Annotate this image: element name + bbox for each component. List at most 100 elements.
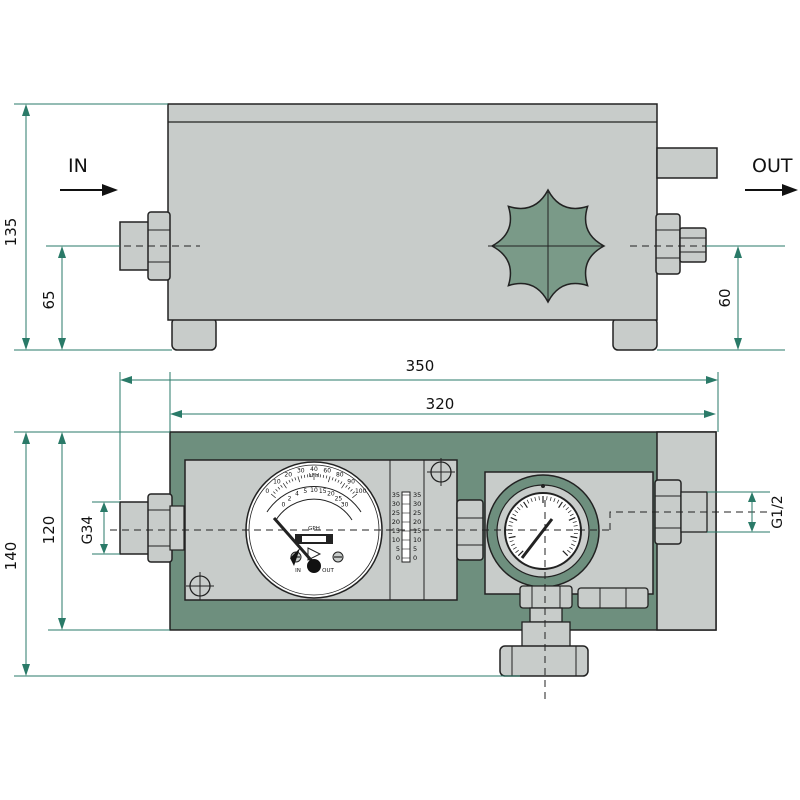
- flowmeter-outer-label: 60: [323, 467, 331, 474]
- flowmeter-outer-label: 40: [310, 466, 318, 473]
- pressure-gauge-tick: [565, 506, 569, 511]
- bottom-valve: [519, 585, 573, 649]
- regulator-side-fitting: [577, 587, 649, 609]
- flowmeter-tick: [347, 486, 351, 490]
- pressure-gauge-tick: [573, 525, 578, 527]
- flowmeter-tick: [273, 491, 276, 494]
- dim-thread-outlet: [707, 491, 770, 533]
- pressure-gauge-tick: [562, 550, 569, 557]
- pressure-gauge-tick: [509, 521, 514, 523]
- flowmeter-tick: [345, 484, 348, 488]
- pressure-gauge-tick: [523, 501, 528, 509]
- dim-height-120: [48, 432, 170, 631]
- adjust-knob[interactable]: [499, 645, 589, 677]
- side-foot-left: [171, 317, 217, 351]
- pressure-needle: [520, 518, 554, 559]
- flow-arrow-icon: [60, 184, 118, 196]
- dim-label-120: 120: [40, 516, 58, 545]
- pressure-gauge-tick: [517, 550, 524, 557]
- flowmeter-tick: [334, 478, 337, 482]
- pressure-gauge-tick: [546, 496, 548, 501]
- dim-label-60: 60: [716, 288, 734, 307]
- sight-tube-label-left: 0: [396, 554, 400, 562]
- dim-label-140: 140: [2, 542, 20, 571]
- pressure-gauge-tick: [508, 525, 513, 527]
- crosshair-icon: [186, 572, 214, 600]
- pressure-gauge-tick: [512, 513, 517, 517]
- outlet-centerline: [609, 511, 770, 530]
- flowmeter-outer-label: 0: [265, 488, 269, 495]
- sight-tube-label-left: 35: [392, 491, 400, 499]
- pressure-gauge-tick: [530, 498, 533, 503]
- flowmeter-tick: [352, 491, 355, 494]
- flowmeter-port-out: OUT: [322, 568, 334, 574]
- pressure-gauge-tick: [517, 506, 521, 511]
- flowmeter-outer-label: 90: [347, 479, 355, 486]
- flowmeter-tick: [270, 493, 276, 499]
- pressure-gauge-tick: [520, 504, 524, 508]
- sight-tube-label-left: 15: [392, 527, 400, 535]
- dim-label-65: 65: [40, 290, 58, 309]
- side-inlet-fitting: [119, 211, 171, 281]
- sight-tube-label-left: 10: [392, 536, 400, 544]
- flowmeter-tick: [350, 489, 353, 492]
- flowmeter-unit-bottom: GPH: [308, 526, 320, 532]
- flowmeter-tick: [322, 474, 325, 478]
- flowmeter-inner-label: 0: [281, 501, 285, 508]
- pressure-gauge-tick: [562, 504, 566, 508]
- flowmeter-unit-top: LFH: [309, 473, 319, 479]
- pressure-gauge-icon: [486, 474, 600, 588]
- flowmeter-inner-label: 2: [288, 495, 292, 502]
- flowmeter-tick: [341, 483, 346, 489]
- dim-height-65: [46, 245, 120, 350]
- flowmeter-tick: [300, 475, 303, 479]
- screw-right: [332, 551, 344, 563]
- flowmeter-tick: [337, 479, 340, 483]
- flowmeter-inner-label: 4: [295, 491, 299, 498]
- flowmeter-tick: [280, 484, 283, 488]
- pressure-gauge-tick: [515, 549, 519, 553]
- dim-label-outlet-thread: G1/2: [770, 495, 786, 528]
- pressure-gauge-tick: [549, 496, 552, 501]
- pressure-gauge-tick: [526, 499, 530, 504]
- pressure-gauge-tick: [538, 496, 540, 501]
- pressure-gauge-tick: [509, 540, 514, 543]
- flowmeter-inner-label: 25: [335, 495, 343, 502]
- flowmeter-tick: [294, 477, 297, 481]
- pressure-gauge-tick: [567, 510, 572, 514]
- flowmeter-hub: [307, 559, 321, 573]
- dial-flow-arrow: [307, 547, 322, 561]
- pressure-gauge-tick: [572, 521, 577, 523]
- dim-width-350: [119, 372, 719, 500]
- dim-height-60: [657, 245, 785, 351]
- flowmeter-outer-label: 30: [297, 467, 305, 474]
- flowmeter-tick: [325, 475, 328, 479]
- flowmeter-inner-label: 10: [310, 487, 318, 494]
- pressure-gauge-tick: [567, 549, 571, 553]
- pressure-gauge-tick: [513, 546, 517, 550]
- sight-tube-label-left: 20: [392, 518, 400, 526]
- flowmeter-inner-label: 15: [319, 488, 327, 495]
- sight-tube-label-right: 35: [413, 491, 421, 499]
- sight-tube-label-right: 25: [413, 509, 421, 517]
- flowmeter-tick: [352, 493, 358, 499]
- side-foot-right: [612, 317, 658, 351]
- pressure-gauge-tick: [511, 543, 515, 547]
- sight-tube-label-right: 20: [413, 518, 421, 526]
- sight-tube-label-left: 25: [392, 509, 400, 517]
- flowmeter-tick: [331, 477, 334, 481]
- pressure-gauge-tick: [508, 535, 516, 539]
- flowmeter-tick: [327, 476, 331, 483]
- flow-arrow-icon: [745, 184, 798, 196]
- flowmeter-tick: [277, 486, 281, 490]
- pressure-gauge-tick: [569, 513, 574, 517]
- inlet-label: IN: [68, 155, 88, 177]
- dim-width-320: [169, 372, 716, 432]
- pressure-gauge-tick: [558, 501, 563, 509]
- dim-label-135: 135: [2, 218, 20, 247]
- flowmeter-outer-label: 20: [284, 472, 292, 479]
- sight-tube-label-right: 10: [413, 536, 421, 544]
- flowmeter-outer-label: 80: [336, 472, 344, 479]
